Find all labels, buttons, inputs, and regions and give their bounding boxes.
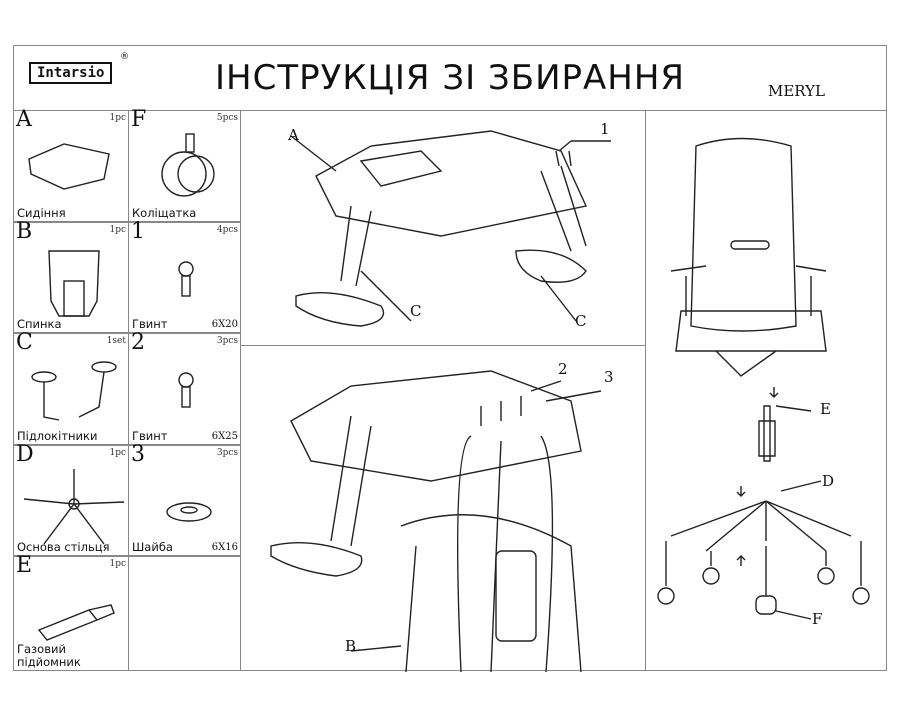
- part-cell: A 1pc Сидіння: [13, 107, 129, 222]
- callout-e: E: [820, 400, 831, 418]
- part-size: 6X16: [211, 542, 238, 553]
- callout-2: 2: [558, 360, 568, 378]
- part-cell: 3 3pcs Шайба 6X16: [128, 442, 241, 556]
- part-letter: E: [16, 553, 33, 578]
- part-name: Гвинт: [132, 429, 168, 443]
- part-illustration: [166, 502, 212, 522]
- callout-d: D: [822, 472, 835, 490]
- part-name: Гвинт: [132, 317, 168, 331]
- callout-3: 3: [604, 368, 614, 386]
- part-quantity: 1set: [106, 336, 126, 346]
- part-cell: D 1pc Основа стільця: [13, 442, 129, 556]
- part-illustration: [161, 133, 215, 197]
- callout-c-left: C: [410, 302, 422, 320]
- step-1-panel: [240, 110, 646, 346]
- part-quantity: 1pc: [109, 448, 126, 458]
- part-cell: B 1pc Спинка: [13, 219, 129, 333]
- part-name: Спинка: [17, 317, 62, 331]
- part-cell: 1 4pcs Гвинт 6X20: [128, 219, 241, 333]
- part-name: Газовий підйомник: [17, 642, 81, 669]
- part-letter: D: [16, 442, 34, 467]
- part-name: Сидіння: [17, 206, 66, 220]
- part-name: Шайба: [132, 540, 173, 554]
- part-quantity: 4pcs: [216, 225, 238, 235]
- part-illustration: [48, 250, 100, 317]
- part-size: 6X20: [211, 319, 238, 330]
- empty-cell: [128, 556, 241, 671]
- part-size: 6X25: [211, 431, 238, 442]
- part-letter: B: [16, 219, 33, 244]
- part-illustration: [28, 143, 110, 190]
- part-cell: C 1set Підлокітники: [13, 330, 129, 445]
- part-quantity: 5pcs: [216, 113, 238, 123]
- callout-b: B: [345, 637, 357, 655]
- callout-1: 1: [600, 120, 610, 138]
- part-quantity: 1pc: [109, 225, 126, 235]
- page-title: ІНСТРУКЦІЯ ЗІ ЗБИРАННЯ: [215, 58, 686, 98]
- part-illustration: [178, 372, 194, 408]
- model-name: MERYL: [768, 82, 826, 100]
- part-cell: E 1pc Газовий підйомник: [13, 553, 129, 671]
- part-quantity: 1pc: [109, 559, 126, 569]
- part-quantity: 1pc: [109, 113, 126, 123]
- part-letter: 1: [131, 219, 145, 244]
- callout-a: A: [288, 126, 299, 144]
- part-name: Основа стільця: [17, 540, 110, 554]
- back-attach-drawing: [270, 370, 602, 673]
- part-name: Коліщатка: [132, 206, 197, 220]
- part-letter: F: [131, 107, 147, 132]
- step-3-panel: [645, 110, 887, 671]
- part-letter: 2: [131, 330, 145, 355]
- part-illustration: [178, 261, 194, 297]
- part-name: Підлокітники: [17, 429, 98, 443]
- part-cell: 2 3pcs Гвинт 6X25: [128, 330, 241, 445]
- part-illustration: [31, 361, 117, 421]
- part-letter: C: [16, 330, 33, 355]
- chair-assembly-drawing: [657, 137, 870, 620]
- seat-legs-drawing: [290, 130, 611, 327]
- registered-mark: ®: [120, 52, 129, 62]
- callout-f: F: [812, 610, 823, 628]
- part-quantity: 3pcs: [216, 448, 238, 458]
- brand-logo: Intarsio: [29, 62, 113, 84]
- part-letter: A: [16, 107, 32, 132]
- part-quantity: 3pcs: [216, 336, 238, 346]
- step-2-panel: [240, 345, 646, 673]
- part-letter: 3: [131, 442, 145, 467]
- part-illustration: [37, 604, 115, 641]
- part-illustration: [23, 469, 125, 545]
- part-cell: F 5pcs Коліщатка: [128, 107, 241, 222]
- callout-c-right: C: [575, 312, 587, 330]
